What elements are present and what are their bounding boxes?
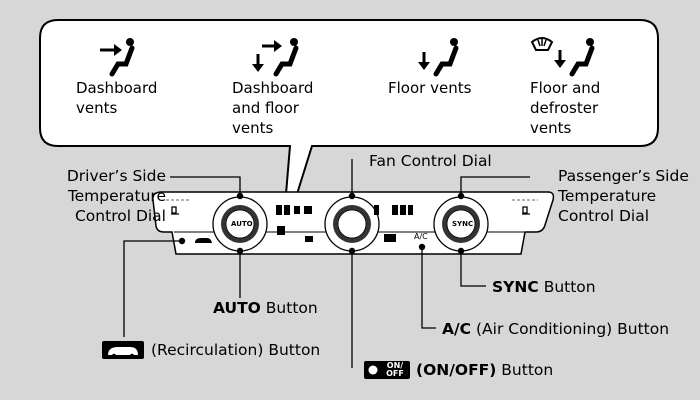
fan-on-off-icon — [364, 361, 410, 379]
floor-vents-icon — [418, 38, 459, 77]
right-display — [374, 205, 413, 215]
driver-seat-heater-button[interactable] — [166, 199, 191, 215]
dashboard-floor-vents-icon — [252, 38, 299, 77]
on-off-button-label: (ON/OFF) Button — [416, 360, 553, 380]
on-off-glyph-line2: OFF — [386, 369, 404, 378]
recirculation-button[interactable] — [195, 238, 212, 243]
recirculation-button-label: (Recirculation) Button — [151, 341, 321, 359]
auto-button-label-rest: Button — [265, 299, 318, 317]
auto-dial-text: AUTO — [231, 220, 253, 228]
auto-button-label-strong: AUTO — [213, 299, 261, 317]
dual-rear-defroster-button[interactable] — [384, 234, 396, 242]
driver-dial-label: Driver’s Side Temperature Control Dial — [24, 166, 166, 226]
ac-key-text: A/C — [414, 232, 428, 241]
mode-label-floor-defroster: Floor and defroster vents — [530, 79, 601, 137]
mode-button[interactable] — [277, 226, 285, 235]
leader-lines — [123, 159, 530, 368]
fan-control-dial[interactable] — [324, 196, 380, 252]
sync-button-label: SYNC Button — [492, 277, 596, 297]
on-off-button-label-strong: (ON/OFF) — [416, 361, 497, 379]
mode-label-floor: Floor vents — [388, 79, 472, 97]
driver-dial-label-line1: Driver’s Side — [66, 167, 166, 185]
on-off-glyph-line1: ON/ — [386, 361, 404, 370]
sync-dial-text: SYNC — [452, 220, 474, 228]
sync-button-label-rest: Button — [543, 278, 596, 296]
passenger-dial-label-line1: Passenger’s Side — [558, 167, 689, 185]
recirculation-icon — [102, 341, 144, 359]
on-off-button-label-rest: Button — [501, 361, 554, 379]
front-defroster-button[interactable] — [305, 236, 313, 242]
sync-button-label-strong: SYNC — [492, 278, 539, 296]
on-off-glyph-text: ON/ OFF — [383, 362, 407, 378]
passenger-seat-heater-button[interactable] — [512, 199, 538, 215]
ac-button-label-rest: (Air Conditioning) Button — [475, 320, 670, 338]
passenger-dial-label-line2: Temperature — [558, 187, 657, 205]
dashboard-vents-icon — [100, 38, 135, 77]
ac-button-label-strong: A/C — [442, 320, 472, 338]
driver-dial-label-line2: Temperature — [67, 187, 166, 205]
fan-dial-label: Fan Control Dial — [369, 152, 492, 170]
mode-label-dashboard: Dashboard vents — [76, 79, 158, 117]
left-display — [276, 205, 312, 215]
floor-defroster-vents-icon — [530, 37, 595, 77]
auto-button-label: AUTO Button — [213, 298, 318, 318]
leader-dots — [178, 192, 465, 255]
passenger-dial-label: Passenger’s Side Temperature Control Dia… — [558, 166, 689, 226]
driver-dial-label-line3: Control Dial — [74, 207, 166, 225]
ac-button-label: A/C (Air Conditioning) Button — [442, 319, 669, 339]
passenger-dial-label-line3: Control Dial — [558, 207, 650, 225]
mode-label-dashboard-floor: Dashboard and floor vents — [232, 79, 314, 137]
